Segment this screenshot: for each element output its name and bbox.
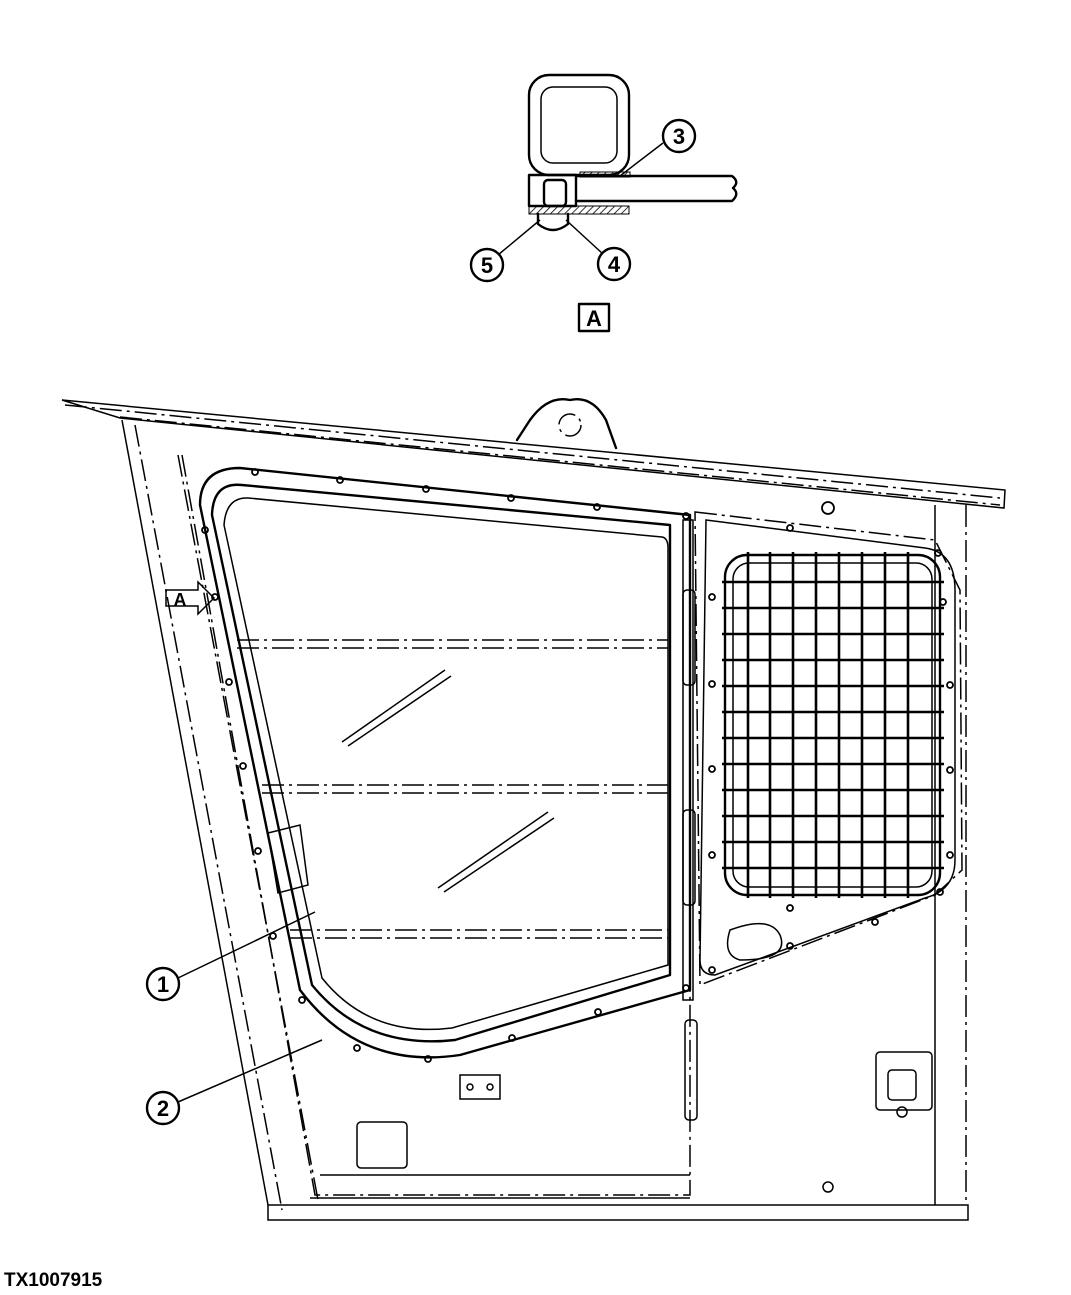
rear-panel [699,519,956,976]
lifting-eye [515,398,618,450]
view-label: A [586,306,602,331]
window-frame-inner [210,483,672,1043]
retainer-plate [528,205,630,215]
callout-4: 4 [608,252,621,277]
figure-code: TX1007915 [4,1270,103,1291]
window-glass [223,497,669,1031]
access-plate [356,1121,408,1169]
callout-2: 2 [157,1096,169,1121]
rear-access-plate [875,1051,933,1111]
seal-strip [579,171,631,178]
frame-bolts [201,468,690,1063]
fastener-head [542,178,568,208]
window-frame-outer [198,466,692,1059]
door-handle [267,824,309,894]
view-arrow-label: A [174,590,187,610]
frame-tube-inner [540,86,618,164]
cab-side-view: A 1 2 [61,398,1006,1221]
latch-plate [459,1074,501,1100]
callout-1: 1 [157,972,169,997]
view-a-arrow [165,580,216,616]
window-screen-mesh [722,552,944,898]
floor-sill [267,1204,969,1221]
screen-frame [723,553,942,897]
detail-view-a: 3 5 4 A [469,73,738,333]
roof-edge [61,399,1006,509]
nut [536,212,570,232]
panel-glass [574,174,738,203]
callout-5: 5 [481,253,493,278]
callout-3: 3 [673,124,685,149]
